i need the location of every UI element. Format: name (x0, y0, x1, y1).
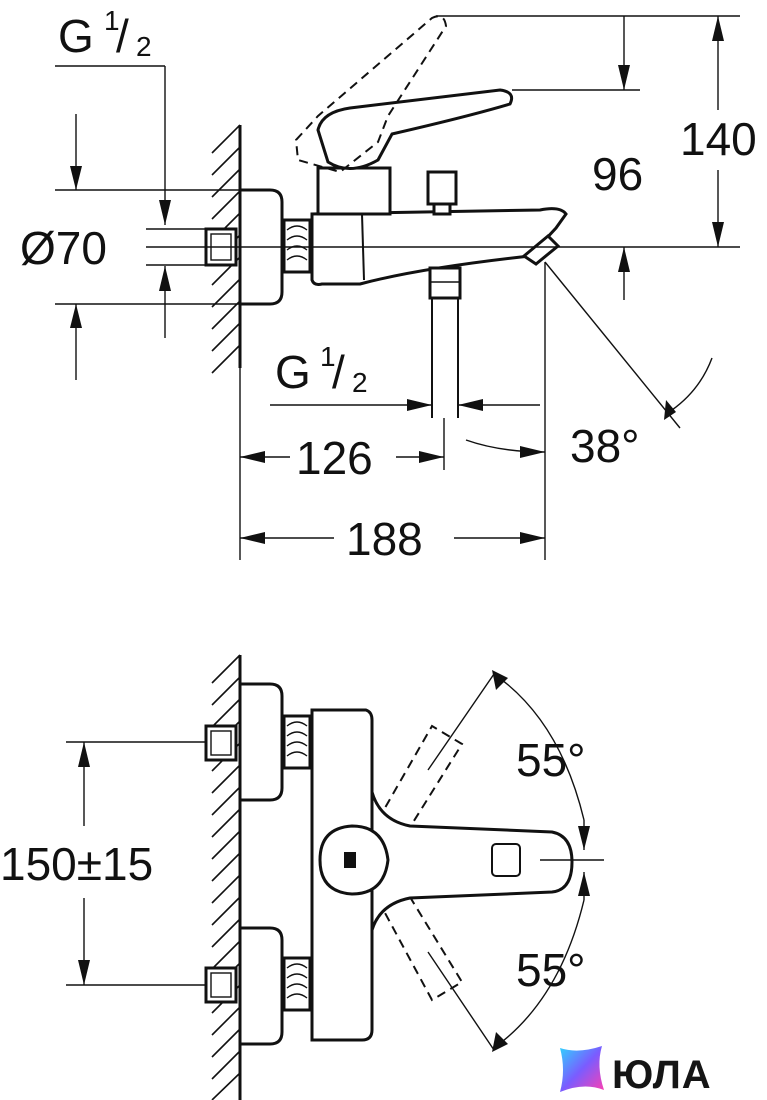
cartridge-housing-side (316, 166, 392, 216)
spout-angle-label: 38° (570, 420, 640, 472)
angle-up-label: 55° (516, 734, 586, 786)
inlet-thread-numerator: 1 (104, 5, 120, 36)
depth-total-label: 188 (346, 513, 423, 565)
dim-188-lines (240, 532, 545, 544)
lever-logo-mark (344, 852, 356, 868)
center-distance-label: 150±15 (0, 838, 153, 890)
diverter-knob-side (426, 170, 458, 206)
lever-handle-side-open (294, 15, 448, 174)
outlet-thread-slash: / (332, 346, 345, 398)
dim-140-lines (436, 15, 740, 247)
outlet-thread-prefix: G (275, 346, 311, 398)
angle-down-label: 55° (516, 944, 586, 996)
flange-diameter-label: Ø70 (20, 222, 107, 274)
dim-96-lines (512, 16, 640, 300)
dim-flange-lines (55, 114, 240, 380)
wall-front (211, 654, 242, 1100)
dim-inlet-thread-lines (55, 65, 206, 338)
aerator-side (521, 233, 561, 266)
watermark-text: ЮЛА (612, 1053, 712, 1097)
eccentric-nut-upper (282, 714, 312, 770)
depth-outlet-label: 126 (296, 432, 373, 484)
dim-55-angle-lines (427, 670, 590, 1052)
dim-outlet-thread-lines (270, 399, 540, 411)
outlet-thread-denominator: 2 (352, 367, 368, 398)
dim-126-lines (240, 451, 444, 463)
side-view: G 1 / 2 Ø70 140 96 G 1 / 2 126 38° 188 (20, 5, 757, 565)
eccentric-nut-side (282, 218, 312, 274)
dim-150-lines (66, 741, 206, 986)
lever-handle-side (316, 88, 514, 170)
outlet-thread-numerator: 1 (320, 341, 336, 372)
outlet-stub-side (428, 266, 462, 300)
height-total-label: 140 (680, 113, 757, 165)
height-spout-label: 96 (592, 148, 643, 200)
inlet-thread-denominator: 2 (136, 31, 152, 62)
flange-upper (238, 682, 284, 802)
eccentric-nut-lower (282, 956, 312, 1012)
dim-38-angle-lines (465, 261, 713, 458)
watermark-logo-icon (560, 1046, 604, 1092)
front-view: 150±15 55° 55° (0, 654, 604, 1100)
inlet-thread-slash: / (116, 10, 129, 62)
lever-handle-front (370, 791, 574, 931)
inlet-thread-label: G (58, 10, 94, 62)
watermark: ЮЛА (560, 1046, 712, 1097)
flange-lower (238, 926, 284, 1046)
